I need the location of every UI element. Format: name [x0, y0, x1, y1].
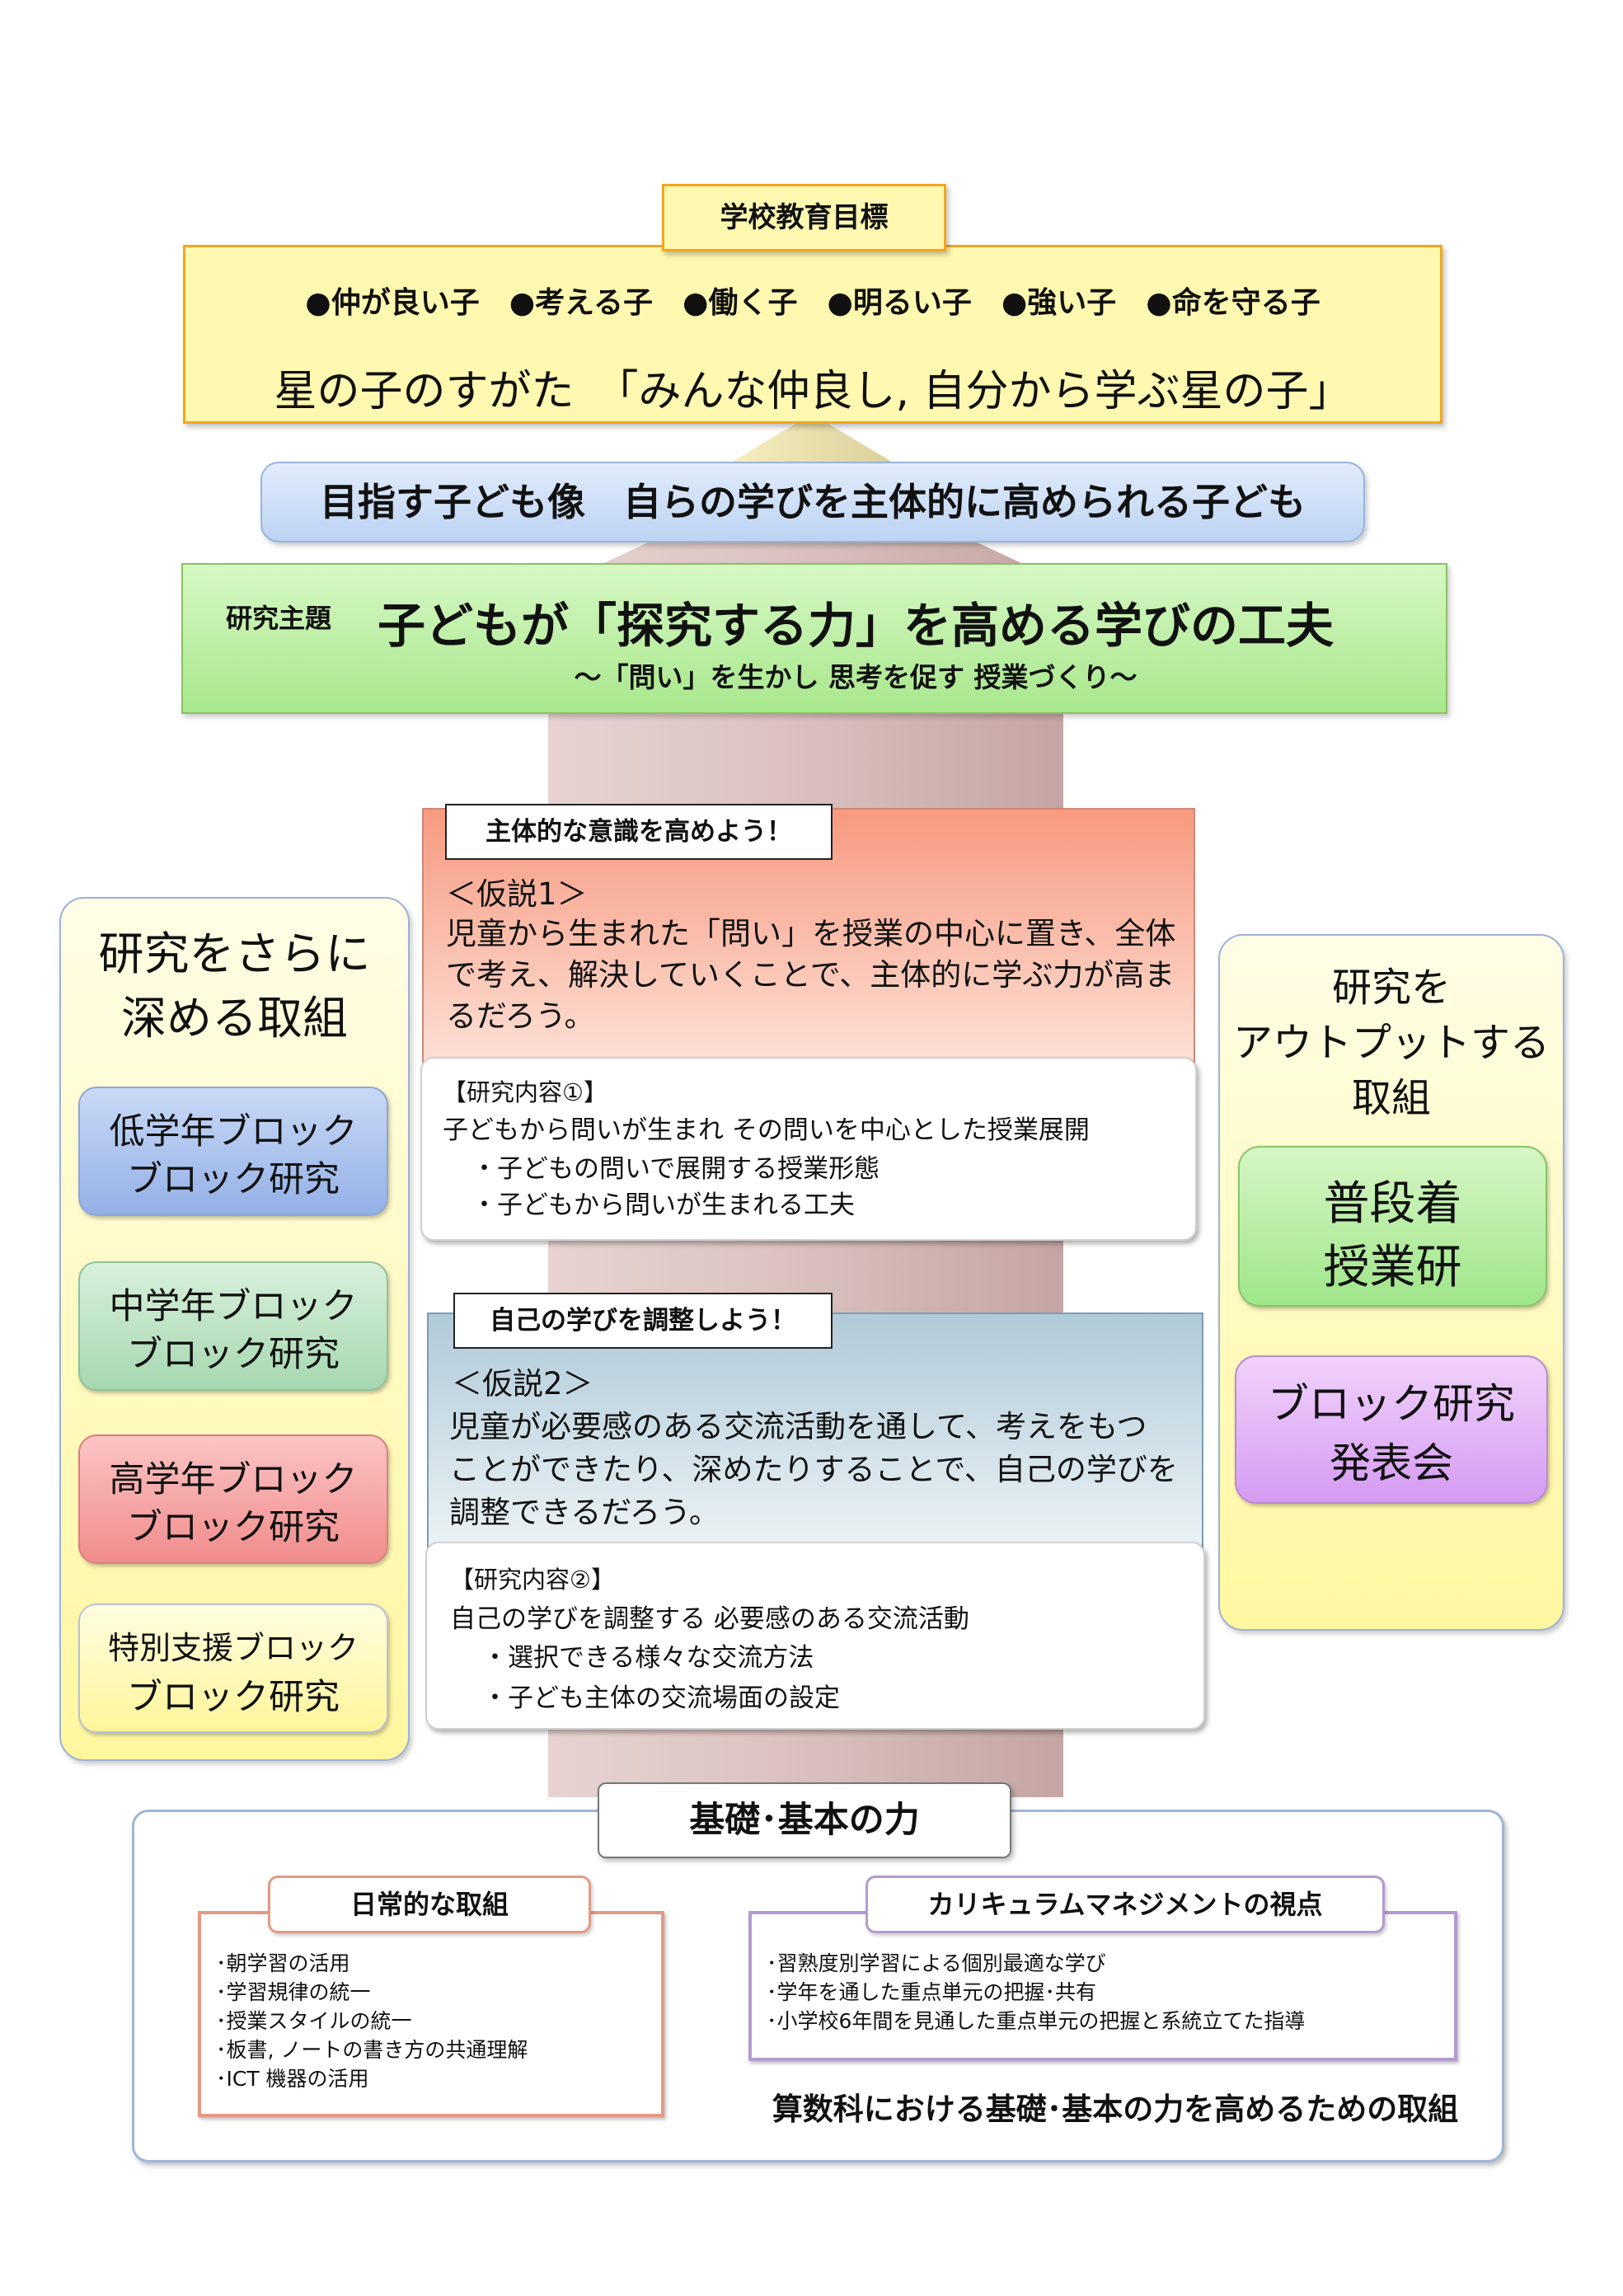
everyday-lesson-study-line1: 普段着: [1323, 1177, 1462, 1231]
daily-item-5: ･ICT 機器の活用: [216, 2067, 369, 2091]
block-middle-grades-line2: ブロック研究: [127, 1334, 340, 1375]
basics-caption: 算数科における基礎･基本の力を高めるための取組: [772, 2092, 1459, 2127]
curriculum-item-3: ･小学校6年間を見通した重点単元の把握と系統立てた指導: [767, 2009, 1306, 2033]
block-special-support[interactable]: [78, 1603, 388, 1733]
research-content1-item2: ・子どもから問いが生まれる工夫: [471, 1190, 855, 1220]
curriculum-tag: カリキュラムマネジメントの視点: [865, 1876, 1385, 1933]
theme-tag: 研究主題: [226, 603, 332, 634]
research-content1-box: [420, 1057, 1197, 1241]
theme-title: 子どもが「探究する力」を高める学びの工夫: [377, 598, 1334, 654]
research-content2-label: 【研究内容②】: [450, 1566, 615, 1594]
daily-efforts-box: [198, 1911, 664, 2117]
research-content1-label: 【研究内容①】: [443, 1078, 607, 1106]
connector-triangle: [725, 414, 898, 466]
hypothesis2-tag: 自己の学びを調整しよう！: [453, 1293, 833, 1349]
hypothesis1-heading: ＜仮説1＞: [446, 876, 588, 912]
block-upper-grades-line1: 高学年ブロック: [109, 1459, 358, 1500]
basics-tag: 基礎･基本の力: [598, 1782, 1011, 1858]
everyday-lesson-study-box[interactable]: [1238, 1146, 1547, 1307]
block-middle-grades-line1: 中学年ブロック: [109, 1286, 358, 1327]
left-panel-title-line2: 深める取組: [120, 992, 348, 1045]
hypothesis1-line2: で考え、解決していくことで、主体的に学ぶ力が高ま: [446, 957, 1175, 993]
research-content2-item2: ・子ども主体の交流場面の設定: [482, 1683, 840, 1713]
research-content2-main: 自己の学びを調整する 必要感のある交流活動: [450, 1604, 969, 1634]
daily-item-4: ･板書, ノートの書き方の共通理解: [216, 2038, 528, 2062]
block-presentation-line1: ブロック研究: [1268, 1380, 1515, 1428]
child-image-bar: 目指す子ども像 自らの学びを主体的に高められる子ども: [260, 462, 1365, 542]
hypothesis2-line1: 児童が必要感のある交流活動を通して、考えをもつ: [449, 1409, 1147, 1444]
curriculum-item-2: ･学年を通した重点単元の把握･共有: [767, 1980, 1097, 2004]
everyday-lesson-study-line2: 授業研: [1323, 1241, 1462, 1294]
daily-item-2: ･学習規律の統一: [216, 1980, 371, 2004]
block-upper-grades[interactable]: [78, 1434, 388, 1564]
research-content2-item1: ・選択できる様々な交流方法: [482, 1643, 814, 1673]
hypothesis2-line2: ことができたり、深めたりすることで、自己の学びを: [449, 1452, 1178, 1487]
daily-efforts-tag: 日常的な取組: [268, 1876, 591, 1933]
left-panel-title-line1: 研究をさらに: [98, 927, 371, 980]
theme-subtitle: ～「問い」を生かし 思考を促す 授業づくり～: [574, 661, 1138, 693]
block-lower-grades-line2: ブロック研究: [127, 1159, 340, 1200]
block-special-support-line2: ブロック研究: [127, 1677, 340, 1718]
right-panel-title-line1: 研究を: [1331, 965, 1451, 1011]
block-presentation-box[interactable]: [1235, 1355, 1548, 1504]
hypothesis1-tag: 主体的な意識を高めよう！: [445, 804, 833, 860]
block-middle-grades[interactable]: [78, 1261, 388, 1391]
hypothesis1-line1: 児童から生まれた「問い」を授業の中心に置き、全体: [446, 916, 1176, 951]
hypothesis2-heading: ＜仮説2＞: [452, 1366, 593, 1402]
block-lower-grades[interactable]: [78, 1087, 388, 1216]
block-upper-grades-line2: ブロック研究: [127, 1507, 340, 1548]
curriculum-box: [748, 1911, 1457, 2061]
hypothesis2-line3: 調整できるだろう。: [449, 1495, 720, 1530]
goal-motto: 星の子のすがた 「みんな仲良し, 自分から学ぶ星の子」: [274, 367, 1352, 416]
block-special-support-line1: 特別支援ブロック: [107, 1630, 359, 1666]
hypothesis1-line3: るだろう。: [446, 998, 595, 1034]
block-lower-grades-line1: 低学年ブロック: [109, 1111, 358, 1153]
daily-item-1: ･朝学習の活用: [216, 1951, 350, 1975]
research-content1-main: 子どもから問いが生まれ その問いを中心とした授業展開: [443, 1115, 1090, 1145]
theme-box: [181, 563, 1447, 714]
curriculum-item-1: ･習熟度別学習による個別最適な学び: [767, 1951, 1106, 1975]
goal-tag: 学校教育目標: [662, 184, 946, 251]
goal-traits: ●仲が良い子 ●考える子 ●働く子 ●明るい子 ●強い子 ●命を守る子: [305, 286, 1320, 320]
research-content1-item1: ・子どもの問いで展開する授業形態: [471, 1154, 880, 1184]
research-content2-box: [425, 1542, 1205, 1730]
right-panel-title-line2: アウトプットする: [1232, 1020, 1550, 1066]
right-panel-title-line3: 取組: [1351, 1075, 1431, 1121]
block-presentation-line2: 発表会: [1330, 1439, 1453, 1487]
daily-item-3: ･授業スタイルの統一: [216, 2009, 412, 2033]
